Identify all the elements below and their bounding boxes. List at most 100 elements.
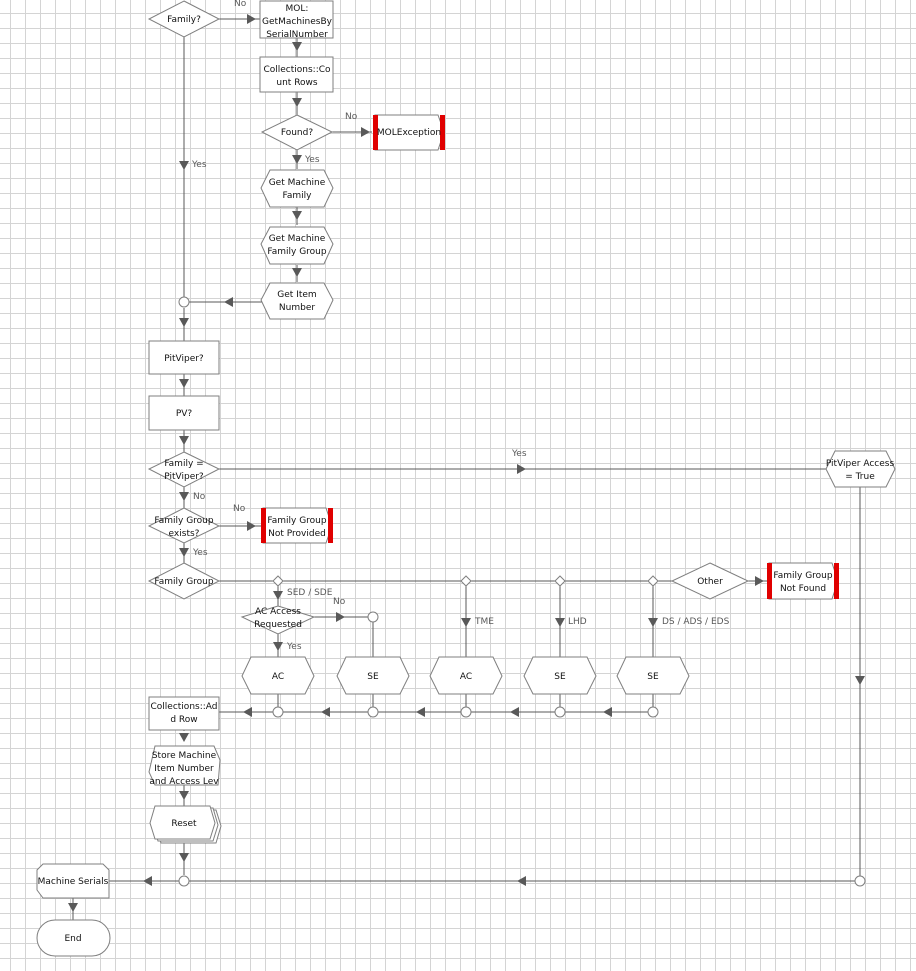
count-rows-action[interactable] bbox=[259, 56, 334, 93]
store-machine-calc[interactable] bbox=[148, 745, 221, 786]
label-line: Machine Serials bbox=[38, 877, 109, 887]
merge-circle-top bbox=[178, 296, 190, 308]
yes-pitviper-label: Yes bbox=[511, 449, 527, 459]
label-line: PitViper Access bbox=[826, 459, 895, 469]
machine-serials-label: Machine Serials bbox=[38, 877, 109, 887]
found-decision[interactable] bbox=[260, 114, 334, 151]
yes-ac-access-label: Yes bbox=[286, 642, 302, 652]
label-line: AC Access bbox=[255, 607, 301, 617]
label-line: Number bbox=[279, 303, 315, 313]
not-provided-right-bar bbox=[328, 508, 333, 543]
family-pitviper-decision[interactable] bbox=[147, 451, 221, 488]
pv-calc-action[interactable] bbox=[148, 395, 220, 431]
label-line: Item Number bbox=[154, 764, 214, 774]
label-line: Get Machine bbox=[269, 178, 326, 188]
label-line: SE bbox=[554, 672, 566, 682]
ac-2-page[interactable] bbox=[429, 656, 503, 695]
not-found-left-bar bbox=[767, 563, 772, 599]
branch-diamond-tme bbox=[460, 575, 472, 587]
not-provided-left-bar bbox=[261, 508, 266, 543]
pitviper-access-page[interactable] bbox=[825, 450, 896, 488]
se-3-page[interactable] bbox=[616, 656, 690, 695]
pitviper-calc-action[interactable] bbox=[148, 340, 220, 375]
not-found-right-bar bbox=[834, 563, 839, 599]
branch-diamond-sed bbox=[272, 575, 284, 587]
label-line: Get Item bbox=[277, 290, 316, 300]
found-decision-label: Found? bbox=[281, 128, 313, 138]
label-line: SE bbox=[367, 672, 379, 682]
get-machine-family-group-page[interactable] bbox=[260, 226, 334, 265]
no-group-exists-label: No bbox=[233, 504, 246, 514]
ac-2-label: AC bbox=[460, 672, 472, 682]
family-group-exists-decision[interactable] bbox=[147, 507, 221, 544]
get-item-number-page[interactable] bbox=[260, 282, 334, 320]
family-decision[interactable] bbox=[147, 0, 221, 38]
label-line: unt Rows bbox=[276, 78, 318, 88]
no-family-label: No bbox=[234, 0, 247, 9]
no-pitviper-label: No bbox=[193, 492, 206, 502]
yes-family-label: Yes bbox=[191, 160, 207, 170]
se-2-label: SE bbox=[554, 672, 566, 682]
pitviper-access-label: PitViper Access= True bbox=[826, 459, 895, 482]
collector-circle-se3 bbox=[647, 706, 659, 718]
label-line: Family Group bbox=[267, 247, 327, 257]
branch-diamond-lhd bbox=[554, 575, 566, 587]
family-group-choice-label: Family Group bbox=[154, 577, 214, 587]
machine-serials-data-item[interactable] bbox=[36, 863, 110, 899]
label-line: d Row bbox=[170, 715, 197, 725]
lhd-label: LHD bbox=[568, 617, 587, 627]
junctions bbox=[178, 296, 866, 887]
label-line: exists? bbox=[169, 529, 200, 539]
collections-add-row-action[interactable] bbox=[148, 696, 220, 731]
get-machine-family-page[interactable] bbox=[260, 169, 334, 208]
label-line: Family bbox=[283, 191, 313, 201]
label-line: Other bbox=[697, 577, 723, 587]
label-line: Requested bbox=[254, 620, 302, 630]
reset-multi-calc[interactable] bbox=[149, 805, 216, 840]
label-line: GetMachinesBy bbox=[262, 17, 333, 27]
label-line: Family = bbox=[164, 459, 203, 469]
collector-circle-ac1 bbox=[272, 706, 284, 718]
label-line: Family Group bbox=[154, 577, 214, 587]
mol-exception-right-bar bbox=[440, 115, 445, 150]
label-line: Family? bbox=[167, 15, 201, 25]
other-decision[interactable] bbox=[670, 562, 750, 600]
se-2-page[interactable] bbox=[523, 656, 597, 695]
family-group-choice-decision[interactable] bbox=[147, 562, 221, 600]
end-stage[interactable] bbox=[36, 919, 111, 957]
label-line: SE bbox=[647, 672, 659, 682]
label-line: and Access Lev bbox=[149, 777, 219, 787]
ac-1-page[interactable] bbox=[241, 656, 315, 695]
pv-calc-label: PV? bbox=[176, 409, 193, 419]
se-1-label: SE bbox=[367, 672, 379, 682]
yes-found-label: Yes bbox=[304, 155, 320, 165]
label-line: AC bbox=[460, 672, 472, 682]
get-machines-action[interactable] bbox=[259, 0, 334, 39]
shapes bbox=[36, 0, 896, 957]
merge-circle-bottom-right bbox=[854, 875, 866, 887]
se-3-label: SE bbox=[647, 672, 659, 682]
yes-group-exists-label: Yes bbox=[192, 548, 208, 558]
reset-label: Reset bbox=[171, 819, 197, 829]
label-line: PitViper? bbox=[164, 472, 204, 482]
label-line: MOLException bbox=[377, 128, 441, 138]
connector-labels: No Yes No Yes Yes No No Yes SED / SDE No… bbox=[191, 0, 730, 652]
ac-access-requested-decision[interactable] bbox=[240, 605, 316, 635]
label-line: MOL: bbox=[286, 4, 309, 14]
family-pitviper-label: Family = PitViper? bbox=[164, 459, 204, 482]
label-line: Found? bbox=[281, 128, 313, 138]
label-line: Not Found bbox=[780, 584, 826, 594]
se-1-page[interactable] bbox=[336, 656, 410, 695]
arrowheads bbox=[68, 14, 865, 912]
